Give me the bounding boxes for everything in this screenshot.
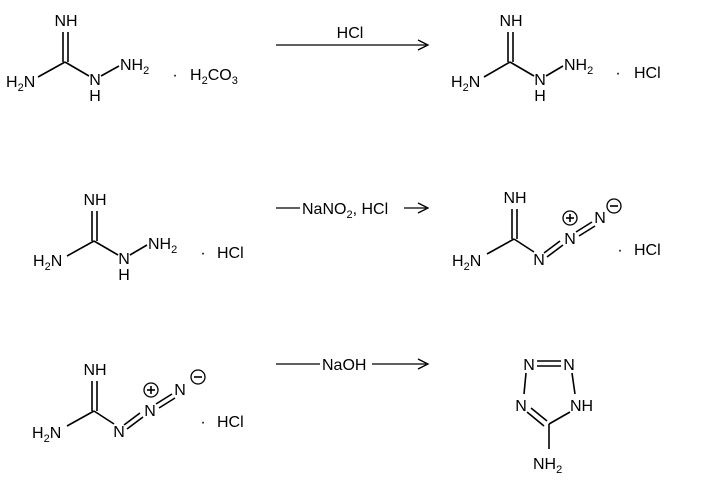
- positive-charge-icon: [562, 210, 578, 226]
- reaction-arrow-1: HCl: [276, 25, 430, 51]
- imine-nh-label: NH: [54, 13, 77, 30]
- amino-h2n-label: H2N: [452, 253, 481, 273]
- salt-dot: ·: [615, 65, 620, 82]
- reaction-arrow-3: NaOH: [276, 357, 430, 374]
- aminoguanidine-hydrochloride-product: NH H2N N H NH2: [451, 13, 593, 105]
- amino-h2n-label: H2N: [451, 74, 480, 94]
- amino-h2n-label: H2N: [33, 253, 62, 273]
- aminotetrazole-product: N N N NH NH2: [515, 357, 593, 476]
- reagent-label-2: NaNO2, HCl: [302, 201, 388, 221]
- reagent-label-3: NaOH: [322, 357, 366, 374]
- salt-dot: ·: [200, 245, 205, 262]
- azide-n3-label: N: [174, 382, 186, 399]
- aminoguanidine-hydrochloride-reactant: NH H2N N H NH2: [33, 192, 177, 284]
- hydrazine-h-label: H: [118, 267, 130, 284]
- terminal-nh2-label: NH2: [148, 236, 177, 256]
- ring-nh-label: NH: [570, 398, 593, 415]
- guanyl-azide-hydrochloride-product: NH H2N N N N: [452, 190, 622, 273]
- hydrazine-n-label: N: [534, 72, 546, 89]
- aminoguanidine-bicarbonate: NH H2N N H NH2: [6, 13, 149, 105]
- hcl-label: HCl: [217, 414, 244, 431]
- imine-nh-label: NH: [499, 13, 522, 30]
- azide-n2-label: N: [144, 403, 156, 420]
- azide-n1-label: N: [113, 424, 125, 441]
- negative-charge-icon: [606, 198, 622, 214]
- hcl-label: HCl: [634, 242, 661, 259]
- ring-n1-label: N: [523, 357, 535, 374]
- hcl-label: HCl: [634, 65, 661, 82]
- azide-n1-label: N: [533, 252, 545, 269]
- salt-dot: ·: [172, 67, 177, 84]
- hydrazine-h-label: H: [89, 88, 101, 105]
- hydrazine-n-label: N: [89, 72, 101, 89]
- imine-nh-label: NH: [83, 362, 106, 379]
- hydrazine-h-label: H: [534, 88, 546, 105]
- negative-charge-icon: [190, 369, 206, 385]
- guanyl-azide-hydrochloride-reactant: NH H2N N N N: [32, 362, 206, 445]
- terminal-nh2-label: NH2: [564, 57, 593, 77]
- azide-n2-label: N: [564, 231, 576, 248]
- amino-h2n-label: H2N: [32, 425, 61, 445]
- reaction-arrow-2: NaNO2, HCl: [276, 201, 430, 221]
- carbonic-acid-label: H2CO3: [190, 67, 238, 87]
- reagent-label-1: HCl: [337, 25, 364, 42]
- hcl-label: HCl: [217, 245, 244, 262]
- salt-dot: ·: [617, 242, 622, 259]
- imine-nh-label: NH: [83, 192, 106, 209]
- positive-charge-icon: [143, 382, 159, 398]
- ring-n4-label: N: [515, 398, 527, 415]
- salt-dot: ·: [200, 414, 205, 431]
- amino-h2n-label: H2N: [6, 74, 35, 94]
- hydrazine-n-label: N: [118, 251, 130, 268]
- imine-nh-label: NH: [503, 190, 526, 207]
- azide-n3-label: N: [594, 210, 606, 227]
- ring-n2-label: N: [563, 357, 575, 374]
- amino-nh2-label: NH2: [533, 456, 562, 476]
- terminal-nh2-label: NH2: [120, 57, 149, 77]
